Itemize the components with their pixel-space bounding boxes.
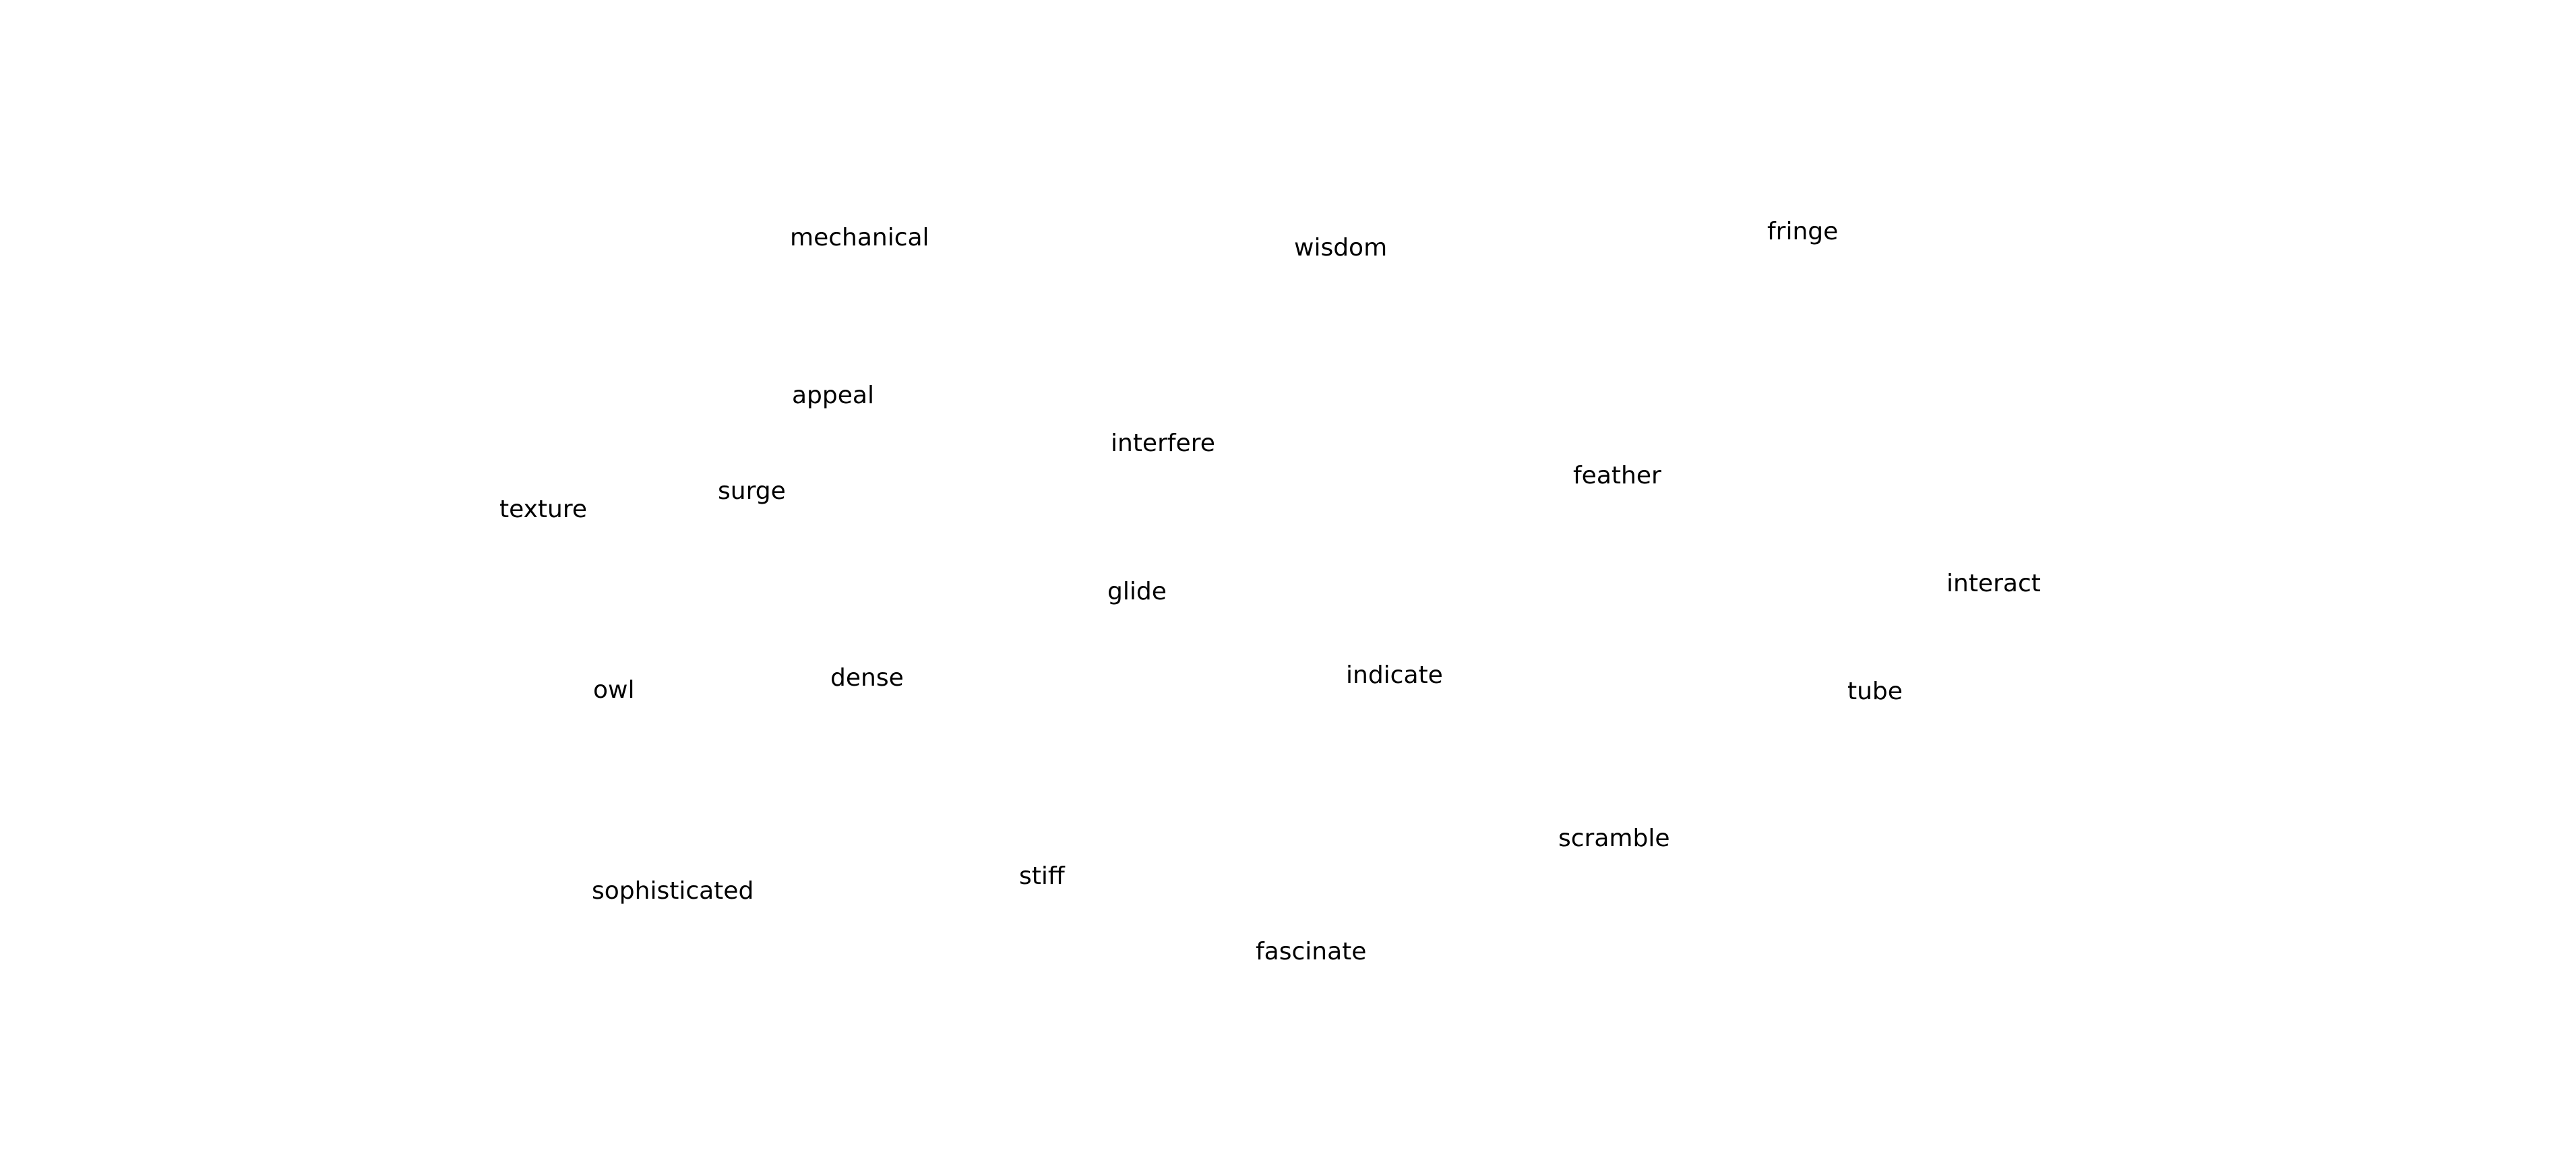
word-stiff: stiff — [1019, 862, 1065, 890]
word-texture: texture — [499, 496, 588, 523]
word-interfere: interfere — [1111, 429, 1215, 457]
word-glide: glide — [1107, 578, 1167, 605]
word-surge: surge — [718, 477, 786, 505]
word-owl: owl — [593, 676, 635, 704]
word-scramble: scramble — [1558, 825, 1670, 852]
word-sophisticated: sophisticated — [592, 877, 754, 905]
word-tube: tube — [1847, 678, 1903, 705]
word-interact: interact — [1946, 570, 2041, 597]
word-dense: dense — [830, 664, 904, 692]
word-appeal: appeal — [792, 382, 874, 409]
word-mechanical: mechanical — [790, 224, 929, 251]
word-wisdom: wisdom — [1294, 234, 1388, 262]
word-indicate: indicate — [1346, 661, 1443, 689]
word-fascinate: fascinate — [1256, 938, 1367, 965]
word-feather: feather — [1573, 462, 1661, 489]
word-fringe: fringe — [1767, 218, 1839, 245]
